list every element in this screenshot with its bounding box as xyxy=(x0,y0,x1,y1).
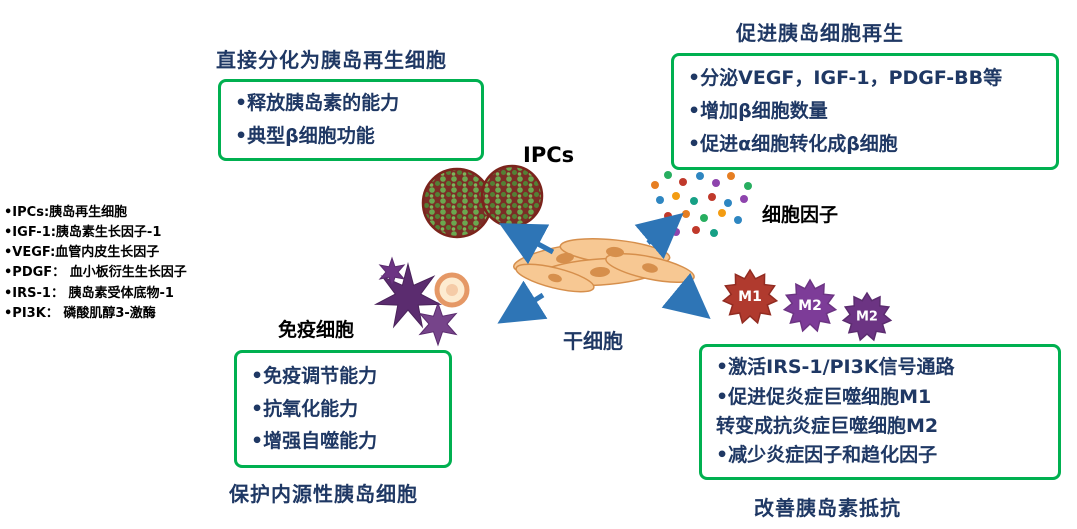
stem-cell-label: 干细胞 xyxy=(563,329,623,353)
box-line: •分泌VEGF，IGF-1，PDGF-BB等 xyxy=(688,67,1003,90)
section-title-direct-differentiation: 直接分化为胰岛再生细胞 xyxy=(216,48,447,72)
macrophages-illustration: M1 M2 M2 xyxy=(721,268,893,342)
arrow-to-macrophages xyxy=(661,272,711,319)
box-line: •抗氧化能力 xyxy=(251,397,359,420)
m1-label: M1 xyxy=(738,289,762,305)
box-line: •免疫调节能力 xyxy=(251,364,378,387)
box-line: •增强自噬能力 xyxy=(251,430,378,453)
section-title-improve-insulin-resistance: 改善胰岛素抵抗 xyxy=(754,496,901,520)
m2-label: M2 xyxy=(856,310,878,325)
benefit-box-direct-differentiation: •释放胰岛素的能力 •典型β细胞功能 xyxy=(218,79,484,161)
arrow-to-ipcs xyxy=(498,223,555,265)
ipc-cells-illustration xyxy=(421,164,544,239)
benefit-box-promote-islet-regeneration: •分泌VEGF，IGF-1，PDGF-BB等 •增加β细胞数量 •促进α细胞转化… xyxy=(671,53,1059,170)
abbreviation-legend: •IPCs:胰岛再生细胞 •IGF-1:胰岛素生长因子-1 •VEGF:血管内皮… xyxy=(4,203,187,324)
section-title-protect-islet-cells: 保护内源性胰岛细胞 xyxy=(229,482,418,506)
legend-line: •IPCs:胰岛再生细胞 xyxy=(4,205,128,220)
legend-line: •PDGF： 血小板衍生生长因子 xyxy=(4,265,187,281)
arrow-to-cytokines xyxy=(634,212,684,260)
box-line: •促进促炎症巨噬细胞M1 xyxy=(716,385,932,408)
section-title-promote-islet-regeneration: 促进胰岛细胞再生 xyxy=(736,21,904,45)
arrow-to-immune-cells xyxy=(497,280,548,324)
immune-cells-illustration xyxy=(373,256,470,347)
box-line: •典型β细胞功能 xyxy=(235,125,375,147)
legend-line: •IGF-1:胰岛素生长因子-1 xyxy=(4,225,162,241)
ipcs-label: IPCs xyxy=(523,143,575,167)
m2-label: M2 xyxy=(798,298,822,314)
box-line: •释放胰岛素的能力 xyxy=(235,92,400,115)
box-line: •激活IRS-1/PI3K信号通路 xyxy=(716,356,955,379)
box-line: 转变成抗炎症巨噬细胞M2 xyxy=(716,415,939,437)
immune-cells-label: 免疫细胞 xyxy=(278,319,355,341)
legend-line: •PI3K： 磷酸肌醇3-激酶 xyxy=(4,305,156,321)
arrows xyxy=(497,212,711,324)
cytokines-label: 细胞因子 xyxy=(762,204,839,226)
box-line: •增加β细胞数量 xyxy=(688,100,828,123)
legend-line: •IRS-1： 胰岛素受体底物-1 xyxy=(4,285,174,301)
box-line: •减少炎症因子和趋化因子 xyxy=(716,444,938,467)
legend-line: •VEGF:血管内皮生长因子 xyxy=(4,245,160,261)
box-line: •促进α细胞转化成β细胞 xyxy=(688,132,898,155)
benefit-box-improve-insulin-resistance: •激活IRS-1/PI3K信号通路 •促进促炎症巨噬细胞M1 转变成抗炎症巨噬细… xyxy=(699,344,1061,480)
benefit-box-protect-islet-cells: •免疫调节能力 •抗氧化能力 •增强自噬能力 xyxy=(234,350,452,468)
